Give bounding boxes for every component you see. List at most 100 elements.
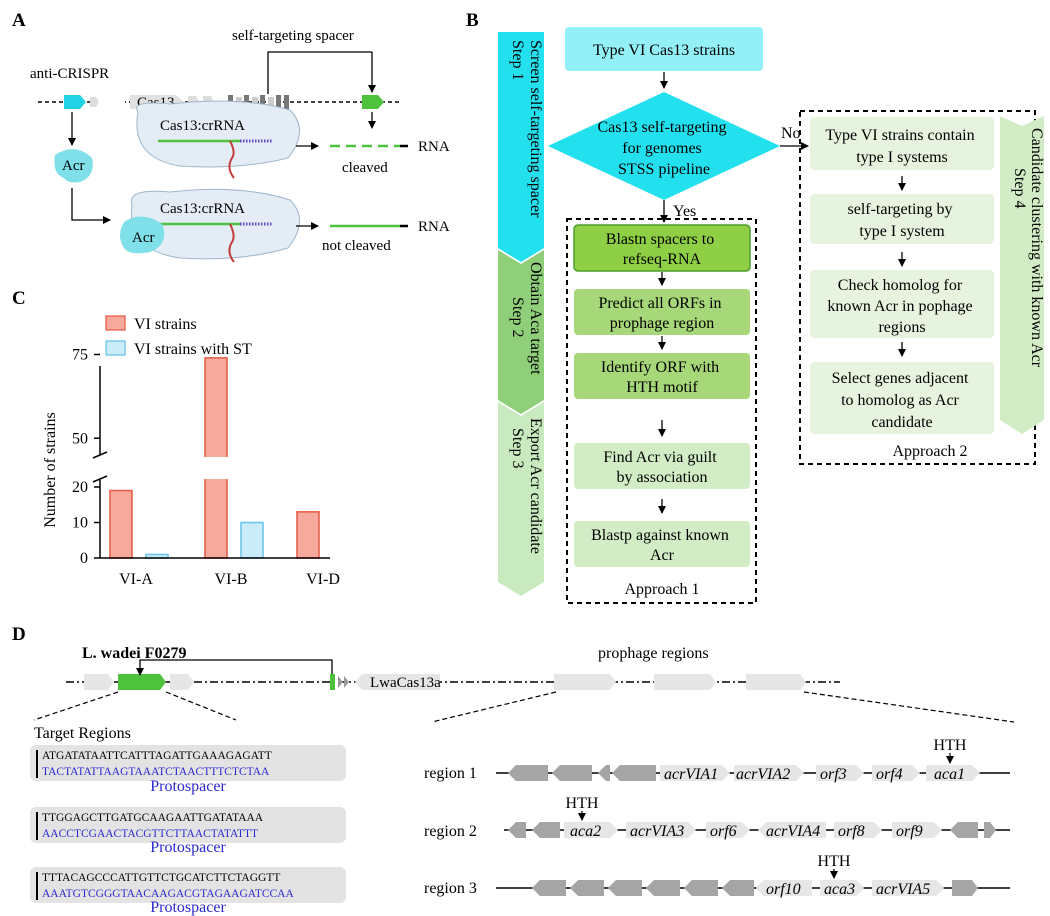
- step3-label: Step 3: [509, 428, 526, 468]
- gene-orf3: orf3: [820, 766, 847, 783]
- lwacas13a-gene: [355, 674, 440, 690]
- a1-step-2-line1: Predict all ORFs in: [598, 295, 721, 312]
- decision-line-1: Cas13 self-targeting: [597, 119, 726, 136]
- panel-c-label: C: [12, 288, 26, 309]
- target-gene: [362, 95, 384, 109]
- a1-step-5-line2: Acr: [650, 547, 675, 564]
- acr-gene: [64, 95, 86, 109]
- a2-step-1-line1: Type VI strains contain: [825, 127, 974, 144]
- step1-label: Step 1: [509, 40, 526, 80]
- self-targeting-spacer-label: self-targeting spacer: [232, 28, 354, 44]
- prophage-1: [554, 674, 616, 690]
- a2-step-2-line2: type I system: [859, 223, 945, 240]
- prophage-label: prophage regions: [598, 645, 709, 662]
- approach2-label: Approach 2: [892, 443, 967, 460]
- rna-label-1: RNA: [418, 139, 450, 155]
- step4-arrow: [1000, 116, 1044, 434]
- approach1-steps: Blastn spacers to refseq-RNA Predict all…: [573, 224, 751, 567]
- a2-step-4-line1: Select genes adjacent: [832, 370, 969, 387]
- a1-step-5: [574, 521, 750, 567]
- a1-step-3: [574, 353, 750, 399]
- svg-text:Select genes adjacent: Select genes adjacent to homolog as Acr …: [832, 370, 973, 431]
- lwacas13a-label: LwaCas13a: [370, 675, 441, 691]
- svg-text:Find Acr via guilt by: Find Acr via guilt by association: [603, 449, 720, 486]
- region-3-label: region 3: [424, 880, 477, 897]
- complex-label-2: Cas13:crRNA: [160, 201, 245, 217]
- target-3: TTTACAGCCCATTGTTCTGCATCTTCTAGGTT AAATGTC…: [30, 867, 346, 916]
- acr-bound-label: Acr: [132, 230, 155, 246]
- y-axis-title: Number of strains: [42, 412, 59, 528]
- target-1-bottom: TACTATATTAAGTAAATCTAACTTTCTCTAA: [42, 766, 270, 778]
- bar-break-gap: [203, 457, 229, 479]
- step2-label: Step 2: [509, 297, 526, 337]
- a1-step-1-line2: refseq-RNA: [623, 251, 702, 268]
- gene-acrvia5: acrVIA5: [876, 881, 930, 898]
- y-tick-label: 50: [72, 430, 88, 447]
- start-text: Type VI Cas13 strains: [593, 42, 735, 59]
- panel-a-label: A: [12, 10, 26, 31]
- target-2: TTGGAGCTTGATGCAAGAATTGATATAAA AACCTCGAAC…: [30, 807, 346, 856]
- protospacer-2: Protospacer: [150, 839, 226, 856]
- gene-acrvia3: acrVIA3: [630, 823, 684, 840]
- legend-label-vi: VI strains: [134, 316, 197, 333]
- rna-label-2: RNA: [418, 219, 450, 235]
- step3-arrow: [498, 402, 544, 596]
- target-2-top: TTGGAGCTTGATGCAAGAATTGATATAAA: [42, 812, 264, 824]
- protospacer-3: Protospacer: [150, 899, 226, 916]
- step2-arrow: [498, 250, 544, 414]
- gene-aca2: aca2: [570, 823, 601, 840]
- legend-swatch-vi: [105, 315, 126, 331]
- no-label: No: [781, 125, 801, 142]
- prophage-3: [746, 674, 806, 690]
- a2-step-1: [810, 117, 994, 170]
- panel-b-label: B: [466, 10, 479, 31]
- x-tick-label: VI-D: [306, 571, 340, 588]
- complex-label-1: Cas13:crRNA: [160, 118, 245, 134]
- target-3-bottom: AAATGTCGGGTAACAAGACGTAGAAGATCCAA: [42, 888, 294, 900]
- svg-text:self-targeting by type: self-targeting by type I system: [847, 201, 956, 240]
- spacer-d: [330, 674, 335, 690]
- y-tick-label: 20: [72, 479, 88, 496]
- a2-step-4-line2: to homolog as Acr: [841, 392, 959, 409]
- bar-VI-B-st: [240, 521, 264, 559]
- a1-step-4: [574, 443, 750, 489]
- panel-d: D L. wadei F0279 prophage regions LwaCas…: [12, 624, 1015, 916]
- svg-text:Blastp against known A: Blastp against known Acr: [591, 527, 733, 564]
- acr-protein: [54, 149, 93, 183]
- y-tick-label: 10: [72, 515, 88, 532]
- x-tick-label: VI-A: [119, 571, 153, 588]
- decision-line-3: STSS pipeline: [618, 161, 710, 178]
- decision-diamond: [548, 92, 780, 200]
- cell-1: [136, 100, 300, 168]
- step1-arrow: [498, 32, 544, 262]
- svg-text:Type VI strains contain: Type VI strains contain type I systems: [825, 127, 978, 166]
- svg-text:Identify ORF with HTH: Identify ORF with HTH motif: [601, 359, 723, 396]
- a2-step-3-line3: regions: [878, 319, 925, 336]
- a1-step-2: [574, 289, 750, 335]
- gene-orf8: orf8: [838, 823, 865, 840]
- a2-step-4-line3: candidate: [871, 414, 932, 431]
- a1-step-1: [573, 224, 751, 272]
- a2-step-1-line2: type I systems: [856, 149, 948, 166]
- start-box: [565, 27, 763, 71]
- target-2-bottom: AACCTCGAACTACGTTCTTAACTATATTT: [42, 828, 258, 840]
- a1-step-1-line1: Blastn spacers to: [606, 231, 714, 248]
- a1-step-5-line1: Blastp against known: [591, 527, 729, 544]
- strain-label: L. wadei F0279: [82, 645, 186, 662]
- svg-text:Blastn spacers to refs: Blastn spacers to refseq-RNA: [606, 231, 718, 268]
- approach2-box: [799, 110, 1036, 465]
- region-1: region 1 acrVIA1 acrVIA2 orf3 orf4 aca1 …: [424, 737, 1010, 783]
- a2-step-3-line1: Check homolog for: [838, 277, 963, 294]
- region-2: region 2 aca2 HTH acrVIA3 orf6 acrVIA4 o…: [424, 795, 1010, 840]
- hth-1: HTH: [934, 737, 967, 754]
- a1-step-4-line1: Find Acr via guilt: [603, 449, 717, 466]
- legend-swatch-st: [105, 340, 126, 356]
- gene-orf4: orf4: [876, 766, 903, 783]
- gene-aca3: aca3: [824, 881, 855, 898]
- gene-aca1: aca1: [934, 766, 965, 783]
- legend-label-st: VI strains with ST: [134, 341, 252, 358]
- gene-acrvia1: acrVIA1: [664, 766, 718, 783]
- acr-bound: [120, 216, 165, 254]
